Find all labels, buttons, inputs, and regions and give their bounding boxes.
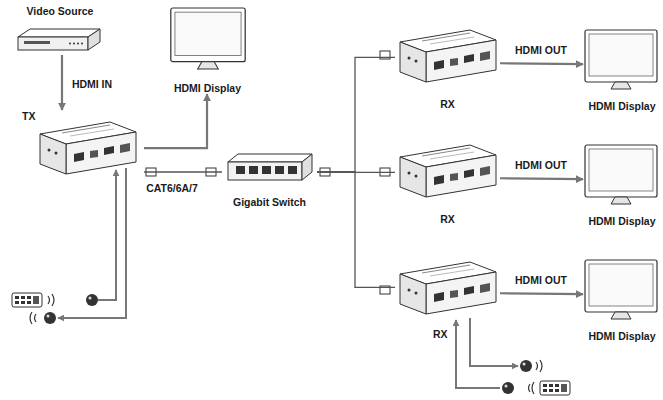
device-node: HDMI Display — [583, 25, 661, 112]
ir-blaster-eye — [520, 360, 532, 372]
ir-wiring — [58, 168, 518, 388]
tx-extender-illustration — [40, 122, 136, 174]
device-node: RX — [395, 140, 500, 225]
signal-label: CAT6/6A/7 — [144, 182, 200, 194]
signal-arrow — [500, 177, 583, 180]
ir-receiver-eye — [86, 294, 98, 306]
device-label: HDMI Display — [588, 330, 655, 342]
device-label: HDMI Display — [588, 215, 655, 227]
rx-extender-illustration — [400, 145, 496, 197]
signal-label: HDMI OUT — [513, 159, 569, 171]
device-label: RX — [433, 328, 448, 340]
signal-arrow — [500, 292, 583, 295]
switch-illustration — [228, 154, 312, 180]
rx-extender-illustration — [400, 262, 496, 314]
device-node: HDMI Display — [583, 140, 661, 227]
rx-extender-illustration — [400, 30, 496, 82]
monitor-illustration — [171, 8, 245, 69]
device-node: HDMI Display — [583, 255, 661, 342]
device-node: RX — [395, 25, 500, 110]
device-node: TX — [22, 110, 144, 182]
ir-receiver-eye — [502, 382, 514, 394]
network-cable — [144, 171, 222, 172]
signal-label: HDMI OUT — [513, 274, 569, 286]
ir-blaster-eye — [44, 312, 56, 324]
device-label: Video Source — [27, 5, 94, 17]
monitor-illustration — [585, 145, 657, 204]
device-label: TX — [22, 110, 35, 122]
device-node: RX — [395, 255, 500, 340]
ir-waves — [30, 294, 542, 394]
device-label: HDMI Display — [174, 82, 241, 94]
signal-arrow — [61, 55, 63, 110]
signal-arrow — [500, 62, 583, 65]
signal-label: HDMI IN — [70, 78, 114, 90]
device-label: Gigabit Switch — [233, 196, 306, 208]
device-node: Gigabit Switch — [222, 150, 317, 208]
device-label: HDMI Display — [588, 100, 655, 112]
device-label: RX — [440, 98, 455, 110]
monitor-illustration — [585, 260, 657, 319]
signal-label: HDMI OUT — [513, 44, 569, 56]
network-cable — [317, 57, 395, 172]
device-node: HDMI Display — [160, 6, 255, 94]
signal-arrow — [144, 94, 207, 148]
ir-remote — [540, 381, 570, 395]
device-node: Video Source — [14, 5, 106, 55]
device-label: RX — [440, 213, 455, 225]
video-player — [18, 29, 100, 50]
monitor-illustration — [585, 30, 657, 89]
network-cable — [317, 172, 395, 287]
ir-remote — [12, 293, 42, 307]
